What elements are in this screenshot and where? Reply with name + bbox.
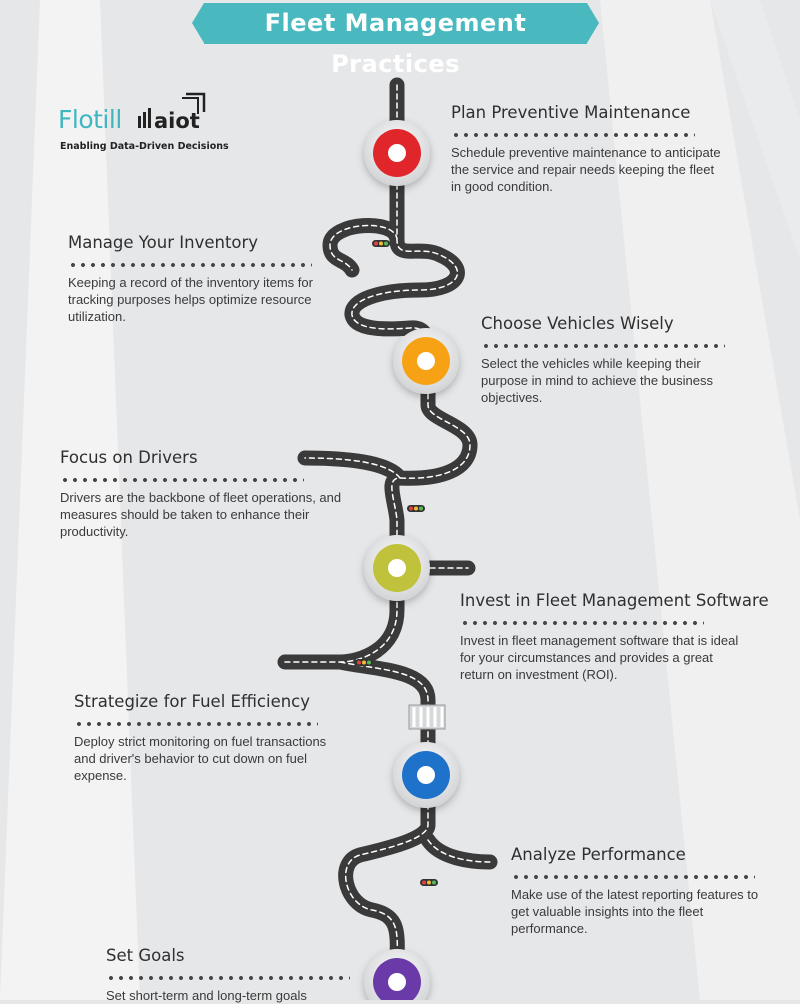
dotted-divider: [106, 975, 350, 981]
step-description: Set short-term and long-term goals: [106, 988, 307, 1003]
milestone-marker-icon: [364, 535, 430, 601]
milestone-marker-icon: [393, 742, 459, 808]
step-title: Analyze Performance: [511, 845, 686, 864]
step-description: Make use of the latest reporting feature…: [511, 887, 759, 936]
step-description: Schedule preventive maintenance to antic…: [451, 145, 721, 194]
dotted-divider: [511, 874, 755, 880]
step-title: Choose Vehicles Wisely: [481, 314, 674, 333]
step-title: Plan Preventive Maintenance: [451, 103, 691, 122]
step-choose-vehicles-wisely: Choose Vehicles Wisely Select the vehicl…: [481, 314, 751, 406]
step-title: Strategize for Fuel Efficiency: [74, 692, 311, 711]
step-description: Deploy strict monitoring on fuel transac…: [74, 734, 327, 783]
step-description: Invest in fleet management software that…: [460, 633, 739, 682]
traffic-light-icon: [420, 879, 438, 886]
step-focus-on-drivers: Focus on Drivers Drivers are the backbon…: [60, 448, 345, 540]
dotted-divider: [460, 620, 704, 626]
step-title: Focus on Drivers: [60, 448, 198, 467]
step-title: Set Goals: [106, 946, 185, 965]
light-beam-right-2: [710, 0, 800, 260]
step-analyze-performance: Analyze Performance Make use of the late…: [511, 845, 771, 937]
step-title: Manage Your Inventory: [68, 233, 259, 252]
milestone-marker-icon: [364, 120, 430, 186]
step-description: Keeping a record of the inventory items …: [68, 275, 313, 324]
dotted-divider: [68, 262, 312, 268]
dotted-divider: [481, 343, 725, 349]
logo-tagline: Enabling Data-Driven Decisions: [60, 141, 229, 152]
page-title: Fleet Management Practices: [192, 3, 599, 78]
traffic-light-icon: [372, 240, 390, 247]
step-strategize-for-fuel-efficiency: Strategize for Fuel Efficiency Deploy st…: [74, 692, 334, 784]
step-manage-your-inventory: Manage Your Inventory Keeping a record o…: [68, 233, 328, 325]
svg-text:Flotill: Flotill: [58, 105, 122, 134]
step-plan-preventive-maintenance: Plan Preventive Maintenance Schedule pre…: [451, 103, 721, 195]
dotted-divider: [60, 477, 304, 483]
step-description: Drivers are the backbone of fleet operat…: [60, 490, 342, 539]
light-beam-left: [0, 0, 140, 1000]
light-beam-right: [600, 0, 800, 1000]
step-invest-in-fleet-management-software: Invest in Fleet Management Software Inve…: [460, 591, 769, 683]
dotted-divider: [74, 721, 318, 727]
traffic-light-icon: [407, 505, 425, 512]
svg-text:aiot: aiot: [154, 109, 200, 133]
traffic-light-icon: [355, 659, 373, 666]
step-description: Select the vehicles while keeping their …: [481, 356, 713, 405]
milestone-marker-icon: [393, 328, 459, 394]
milestone-marker-icon: [364, 949, 430, 1000]
flotilla-logo: Flotill aiot: [58, 92, 206, 134]
step-title: Invest in Fleet Management Software: [460, 591, 769, 610]
dotted-divider: [451, 132, 695, 138]
crosswalk: [408, 704, 446, 730]
step-set-goals: Set Goals Set short-term and long-term g…: [106, 946, 366, 1004]
